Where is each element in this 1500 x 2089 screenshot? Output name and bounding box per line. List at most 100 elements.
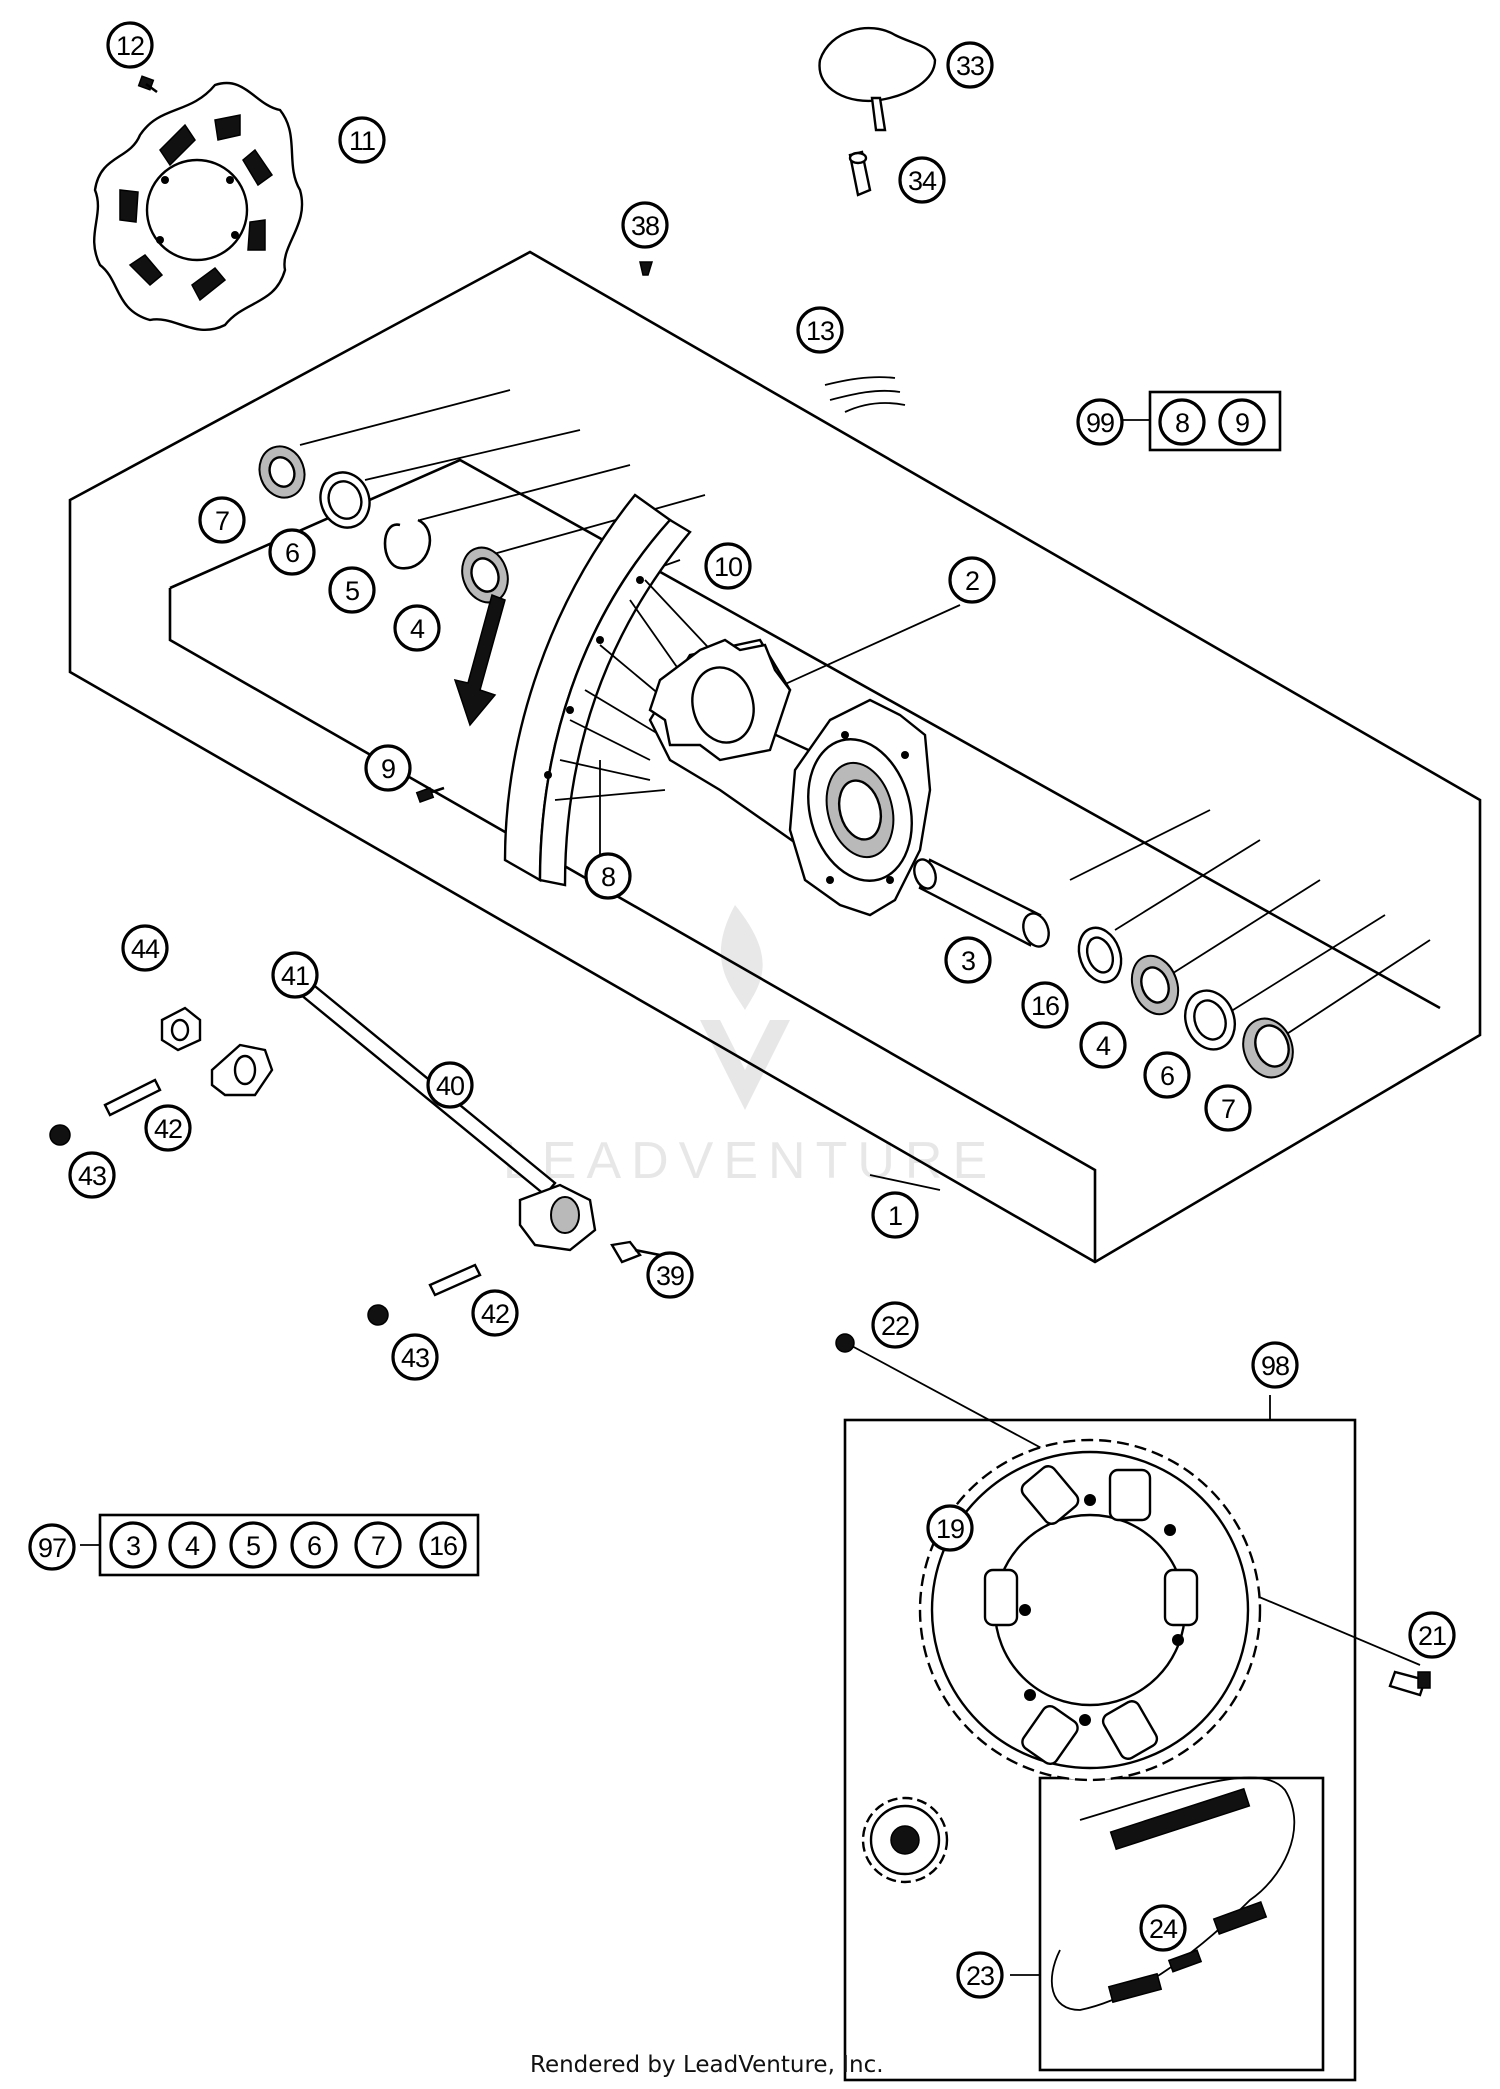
callout-c97f: 16 xyxy=(419,1521,467,1569)
callout-bubble xyxy=(328,566,376,614)
callout-number: 4 xyxy=(185,1531,200,1561)
callout-bubble xyxy=(271,951,319,999)
callout-number: 7 xyxy=(215,506,229,536)
callout-c11: 11 xyxy=(338,116,386,164)
callout-number: 7 xyxy=(371,1531,385,1561)
spoke-kit-box xyxy=(1148,390,1282,452)
callout-c3: 3 xyxy=(944,936,992,984)
callout-number: 9 xyxy=(381,754,395,784)
callout-c4b: 4 xyxy=(1079,1021,1127,1069)
hub-cap-part xyxy=(818,27,937,197)
callout-bubble xyxy=(898,156,946,204)
left-bearings xyxy=(258,445,509,604)
callout-bubble xyxy=(68,1151,116,1199)
callout-bubble xyxy=(948,556,996,604)
callout-c16: 16 xyxy=(1021,981,1069,1029)
sprocket-kit-box xyxy=(843,1418,1357,2082)
callout-bubble xyxy=(1218,398,1266,446)
callout-bubble xyxy=(926,1504,974,1552)
callout-number: 6 xyxy=(285,538,299,568)
callout-bubble xyxy=(290,1521,338,1569)
callout-bubble xyxy=(1079,1021,1127,1069)
callout-bubble xyxy=(391,1333,439,1381)
callout-number: 10 xyxy=(714,552,742,582)
callout-number: 40 xyxy=(436,1071,464,1101)
callout-number: 22 xyxy=(881,1311,909,1341)
callout-number: 97 xyxy=(38,1533,66,1563)
callout-bubble xyxy=(584,852,632,900)
callout-c7a: 7 xyxy=(198,496,246,544)
callout-bubble xyxy=(871,1191,919,1239)
wheel-rim xyxy=(453,493,692,887)
callout-bubble xyxy=(1076,398,1124,446)
callout-number: 33 xyxy=(956,51,984,81)
callout-c22: 22 xyxy=(871,1301,919,1349)
callout-c39: 39 xyxy=(646,1251,694,1299)
callout-c38: 38 xyxy=(621,201,669,249)
callout-bubble xyxy=(168,1521,216,1569)
callout-bubble xyxy=(268,528,316,576)
callout-number: 13 xyxy=(806,316,834,346)
callout-number: 42 xyxy=(154,1114,182,1144)
callout-c97b: 4 xyxy=(168,1521,216,1569)
callout-c40: 40 xyxy=(426,1061,474,1109)
rear-sprocket xyxy=(918,1438,1262,1782)
callout-c19: 19 xyxy=(926,1504,974,1552)
callout-bubble xyxy=(393,604,441,652)
brake-disc xyxy=(92,81,304,331)
callout-bubble xyxy=(871,1301,919,1349)
callout-number: 44 xyxy=(131,934,160,964)
callout-c41: 41 xyxy=(271,951,319,999)
callout-bubble xyxy=(1158,398,1206,446)
callout-bubble xyxy=(419,1521,467,1569)
callout-number: 43 xyxy=(401,1343,429,1373)
callout-number: 5 xyxy=(246,1531,260,1561)
callout-c99a: 8 xyxy=(1158,398,1206,446)
callout-number: 24 xyxy=(1149,1914,1178,1944)
callout-c8: 8 xyxy=(584,852,632,900)
callout-bubble xyxy=(1204,1084,1252,1132)
valve-cap xyxy=(639,261,654,276)
callout-bubble xyxy=(426,1061,474,1109)
callout-c5: 5 xyxy=(328,566,376,614)
callout-c2: 2 xyxy=(948,556,996,604)
callout-c21: 21 xyxy=(1408,1611,1456,1659)
callout-number: 41 xyxy=(281,961,309,991)
callout-number: 6 xyxy=(307,1531,321,1561)
callout-bubble xyxy=(144,1104,192,1152)
front-sprocket xyxy=(861,1796,949,1884)
callout-c97a: 3 xyxy=(109,1521,157,1569)
footer-credit: Rendered by LeadVenture, Inc. xyxy=(530,2052,884,2078)
callout-bubble xyxy=(1143,1051,1191,1099)
callout-c12: 12 xyxy=(106,21,154,69)
callout-c97c: 5 xyxy=(229,1521,277,1569)
callout-bubble xyxy=(471,1289,519,1337)
sprocket-nut xyxy=(835,1333,855,1353)
sprocket-bolt xyxy=(1388,1670,1431,1697)
callout-bubble xyxy=(121,924,169,972)
callout-c42a: 42 xyxy=(144,1104,192,1152)
spokes xyxy=(554,579,721,801)
callout-number: 8 xyxy=(1175,408,1189,438)
callout-number: 8 xyxy=(601,862,615,892)
callout-c33: 33 xyxy=(946,41,994,89)
callout-bubble xyxy=(364,744,412,792)
drive-chain xyxy=(1051,1776,1296,2011)
callout-bubble xyxy=(1139,1904,1187,1952)
callout-number: 4 xyxy=(410,614,425,644)
callout-bubble xyxy=(621,201,669,249)
callout-c99b: 9 xyxy=(1218,398,1266,446)
callout-number: 23 xyxy=(966,1961,994,1991)
callout-number: 6 xyxy=(1160,1061,1174,1091)
callout-bubble xyxy=(106,21,154,69)
callout-c4a: 4 xyxy=(393,604,441,652)
callout-c1: 1 xyxy=(871,1191,919,1239)
callout-number: 34 xyxy=(908,166,937,196)
callout-bubble xyxy=(704,542,752,590)
callout-c9: 9 xyxy=(364,744,412,792)
callout-number: 99 xyxy=(1086,408,1114,438)
callout-bubble xyxy=(338,116,386,164)
callout-c42b: 42 xyxy=(471,1289,519,1337)
callout-c99: 99 xyxy=(1076,398,1124,446)
